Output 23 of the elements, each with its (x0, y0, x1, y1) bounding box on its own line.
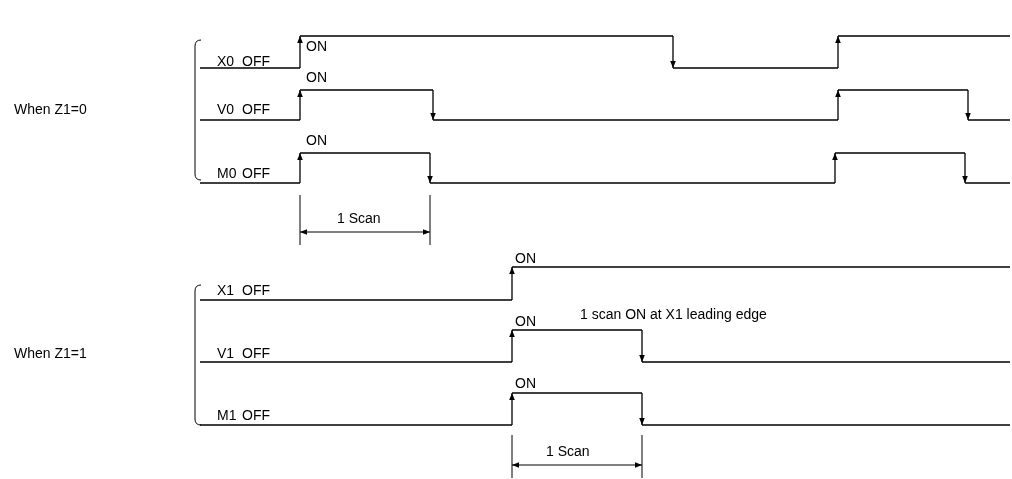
state-label: ON (515, 313, 536, 329)
signal-name: M0 (217, 165, 237, 181)
state-label: ON (515, 375, 536, 391)
state-label: ON (306, 69, 327, 85)
state-label: OFF (242, 165, 270, 181)
state-label: ON (306, 132, 327, 148)
state-label: OFF (242, 407, 270, 423)
signal-name: M1 (217, 407, 237, 423)
signal-name: V0 (217, 101, 235, 117)
state-label: ON (515, 250, 536, 266)
state-label: OFF (242, 282, 270, 298)
dimension-label: 1 Scan (546, 443, 590, 459)
signal-name: X0 (217, 53, 235, 69)
signal-name: V1 (217, 345, 235, 361)
note-text: 1 scan ON at X1 leading edge (580, 306, 767, 322)
group-label: When Z1=1 (14, 345, 87, 361)
state-label: OFF (242, 101, 270, 117)
state-label: OFF (242, 345, 270, 361)
signal-name: X1 (217, 282, 235, 298)
state-label: ON (306, 38, 327, 54)
state-label: OFF (242, 53, 270, 69)
group-label: When Z1=0 (14, 101, 87, 117)
dimension-label: 1 Scan (337, 210, 381, 226)
